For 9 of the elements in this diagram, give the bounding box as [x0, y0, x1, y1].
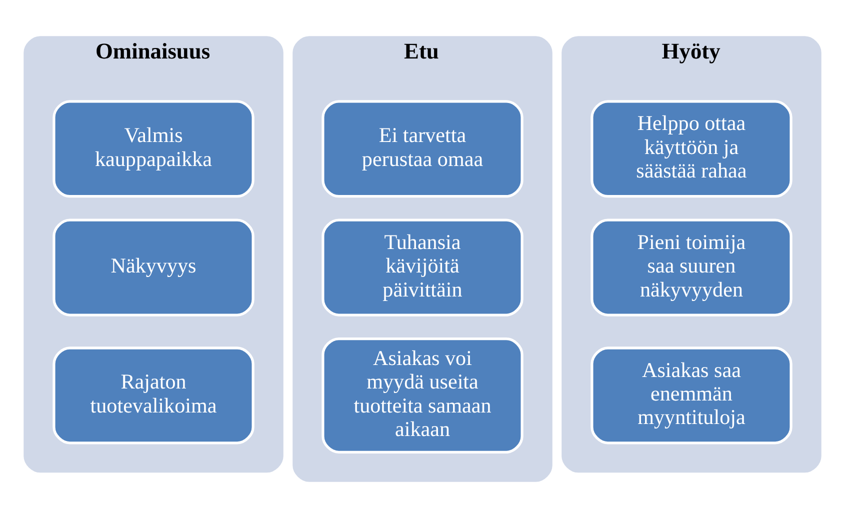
- node-box: Pieni toimija saa suuren näkyvyyden: [590, 218, 792, 316]
- node-box: Valmis kauppapaikka: [52, 100, 254, 198]
- node-box: Asiakas saa enemmän myyntituloja: [590, 346, 792, 444]
- node-box: Rajaton tuotevalikoima: [52, 346, 254, 444]
- node-box: Näkyvyys: [52, 218, 254, 316]
- node-box: Asiakas voi myydä useita tuotteita samaan aikaan: [322, 337, 524, 454]
- node-box: Helppo ottaa käyttöön ja säästää rahaa: [590, 100, 792, 198]
- node-box: Ei tarvetta perustaa omaa: [322, 100, 524, 198]
- node-box: Tuhansia kävijöitä päivittäin: [322, 218, 524, 316]
